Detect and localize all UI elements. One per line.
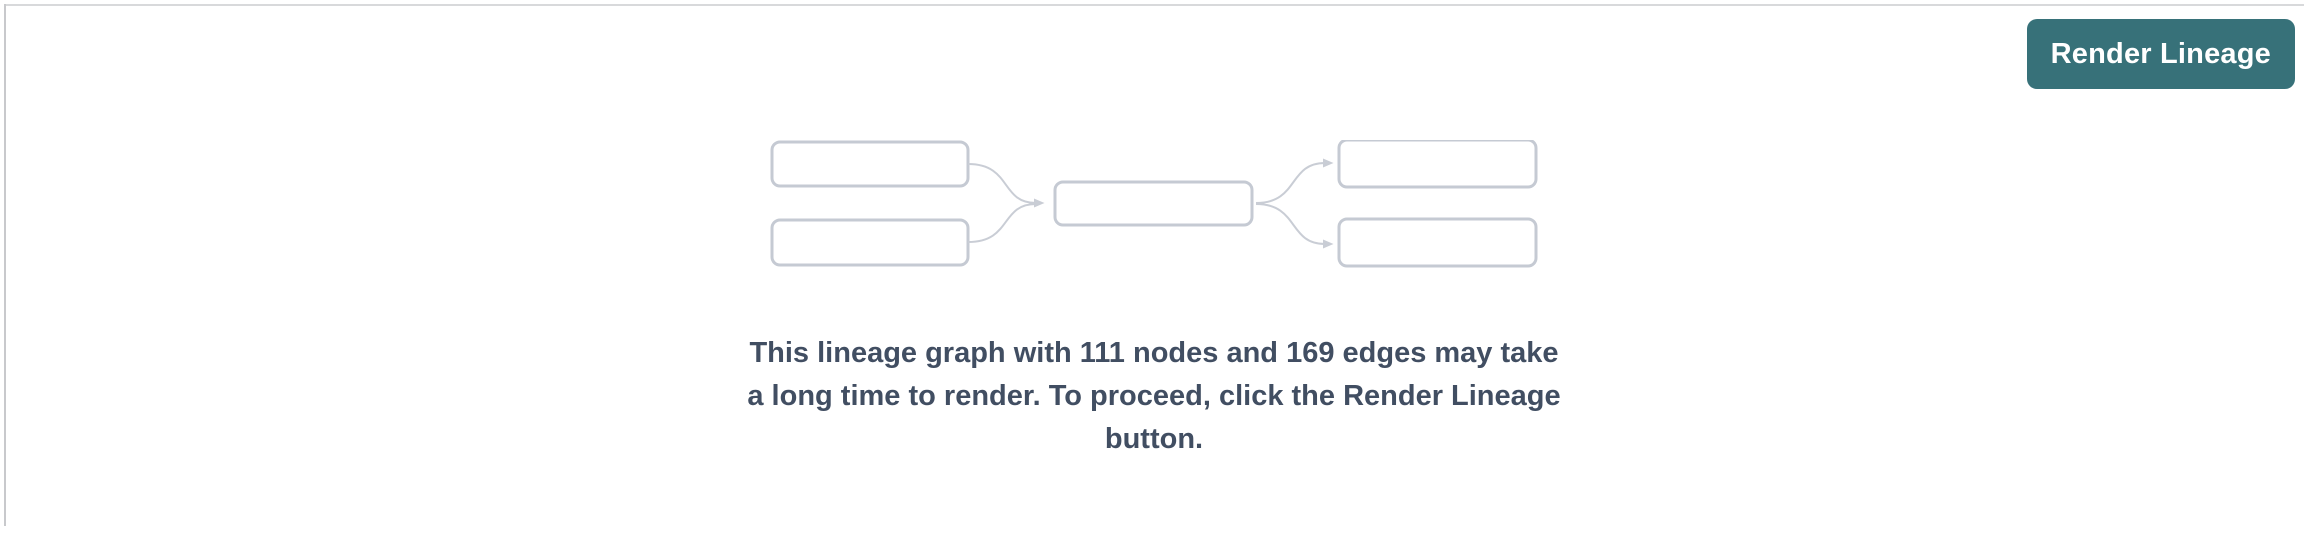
placeholder-edge-middle-to-target-bottom (1255, 203, 1334, 249)
placeholder-node-source-bottom (770, 218, 970, 267)
panel-left-border (4, 4, 6, 526)
placeholder-node-source-top (770, 140, 970, 188)
placeholder-edge-middle-to-target-top (1255, 158, 1334, 204)
placeholder-node-middle (1053, 180, 1254, 227)
placeholder-edge-source-top-to-middle (967, 163, 1045, 208)
lineage-placeholder-content: This lineage graph with 111 nodes and 16… (0, 140, 2308, 461)
placeholder-node-target-top (1337, 140, 1538, 189)
message-line: This lineage graph with 111 nodes and 16… (749, 337, 1559, 369)
placeholder-node-target-bottom (1337, 217, 1538, 268)
lineage-placeholder-illustration (770, 140, 1538, 268)
placeholder-edge-source-bottom-to-middle (967, 203, 1037, 243)
message-line: button. (1104, 423, 1204, 455)
render-warning-message: This lineage graph with 111 nodes and 16… (747, 332, 1560, 461)
panel-top-border (4, 4, 2304, 6)
message-line: a long time to render. To proceed, click… (747, 380, 1561, 412)
render-lineage-button[interactable]: Render Lineage (2026, 19, 2295, 89)
